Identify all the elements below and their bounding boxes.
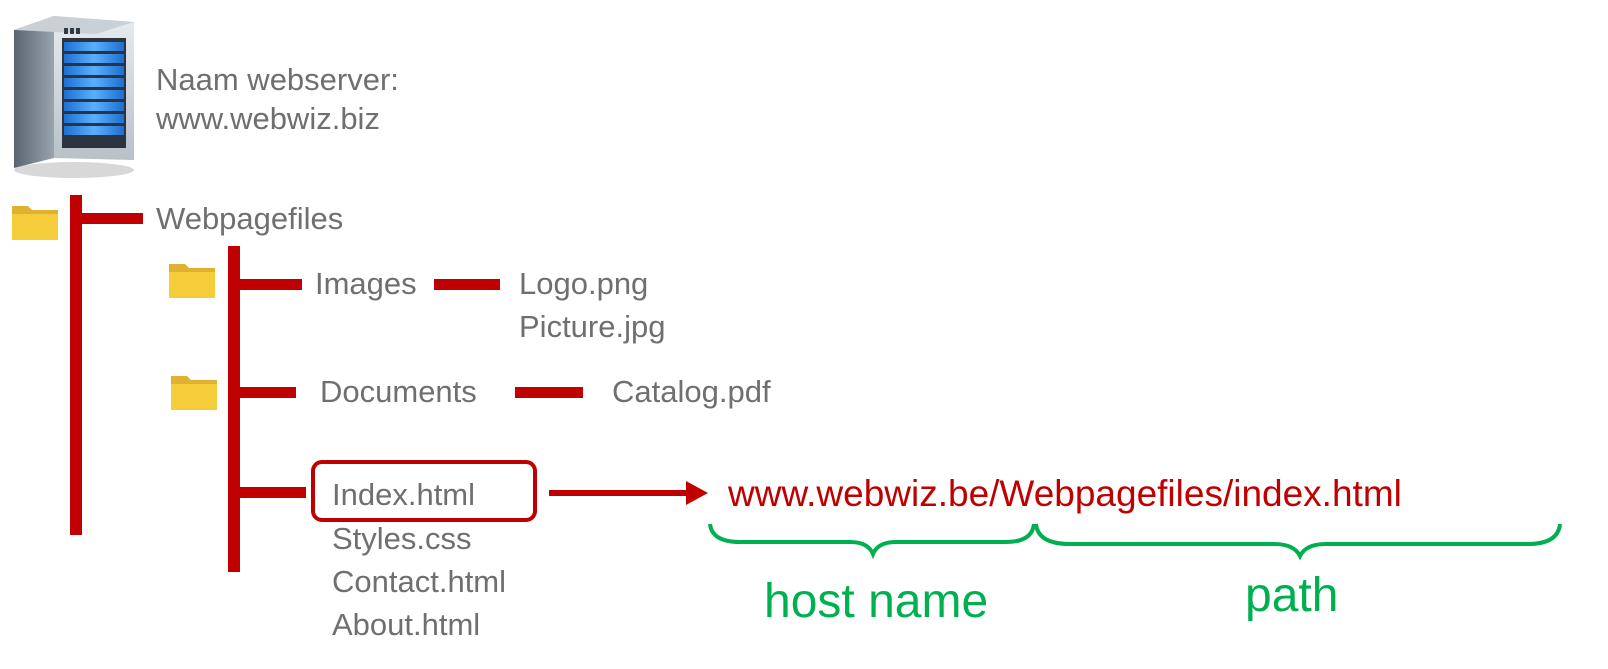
file-label: Contact.html: [332, 564, 507, 599]
url-host: www.webwiz.be: [728, 473, 990, 514]
server-name-value: www.webwiz.biz: [156, 101, 380, 136]
tree-line-root-branch: [76, 213, 143, 224]
folder-label-documents: Documents: [320, 374, 477, 409]
path-brace: [1034, 523, 1562, 561]
file-label: Catalog.pdf: [612, 374, 771, 409]
file-label: Picture.jpg: [519, 309, 666, 344]
path-label: path: [1245, 569, 1339, 622]
file-label: Styles.css: [332, 521, 472, 556]
server-name-label: Naam webserver:: [156, 62, 399, 97]
folder-icon: [167, 258, 217, 305]
folder-icon: [169, 370, 219, 417]
tree-line-root-vertical: [70, 195, 82, 535]
file-label: Logo.png: [519, 266, 649, 301]
folder-label-webpagefiles: Webpagefiles: [156, 201, 344, 236]
tree-line-images-files: [434, 279, 500, 290]
arrow-head: [686, 481, 708, 505]
tree-line-images-branch: [234, 279, 302, 290]
host-brace: [708, 523, 1036, 560]
server-icon: [4, 8, 144, 188]
tree-line-documents-branch: [234, 387, 296, 398]
tree-line-index-branch: [234, 487, 306, 498]
file-label-index: Index.html: [332, 477, 476, 512]
host-name-label: host name: [764, 575, 989, 628]
folder-icon: [10, 200, 60, 247]
tree-line-documents-files: [515, 387, 583, 398]
folder-label-images: Images: [315, 266, 417, 301]
tree-line-level2-vertical: [228, 246, 240, 572]
file-label: About.html: [332, 607, 481, 642]
index-highlight-box: [311, 460, 537, 522]
url-path: /Webpagefiles/index.html: [989, 473, 1402, 514]
url-text: www.webwiz.be/Webpagefiles/index.html: [728, 472, 1402, 516]
arrow-shaft: [549, 490, 689, 496]
